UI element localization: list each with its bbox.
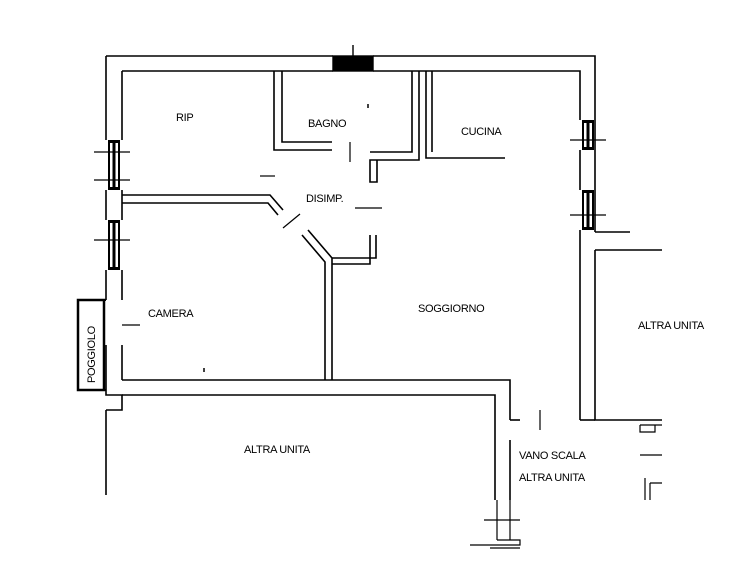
neighbor-label-right: ALTRA UNITA: [638, 320, 705, 332]
vano-scala-details: [470, 424, 662, 549]
room-label-cucina: CUCINA: [461, 126, 502, 138]
exterior-walls: [105, 55, 662, 500]
room-label-rip: RIP: [176, 112, 193, 124]
room-label-poggiolo: POGGIOLO: [86, 325, 98, 383]
windows: [94, 45, 606, 270]
poggiolo-balcony: [76, 298, 106, 392]
room-label-camera: CAMERA: [148, 308, 194, 320]
room-label-soggiorno: SOGGIORNO: [418, 303, 485, 315]
room-label-disimpegno: DISIMP.: [306, 193, 344, 205]
neighbor-label-bottom: ALTRA UNITA: [244, 444, 311, 456]
vano-scala-sub-label: ALTRA UNITA: [519, 472, 586, 484]
vano-scala-label: VANO SCALA: [519, 450, 586, 462]
interior-walls: [122, 71, 541, 430]
room-label-bagno: BAGNO: [308, 118, 347, 130]
